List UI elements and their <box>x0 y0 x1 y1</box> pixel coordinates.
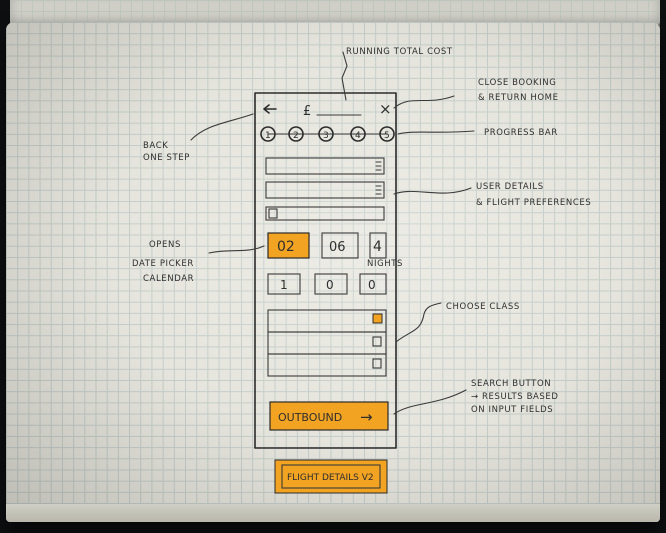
annotation-user-details: USER DETAILS <box>476 182 544 192</box>
annotation-search: ON INPUT FIELDS <box>471 405 553 415</box>
annotation-back: BACK <box>143 141 168 151</box>
step-circle <box>260 126 276 142</box>
annotation-date-picker: DATE PICKER <box>132 259 194 269</box>
leader-line <box>397 130 475 135</box>
wireframe-sketch: £ × 1 2 3 4 5 <box>132 47 591 494</box>
step-label: 2 <box>293 131 299 141</box>
class-option[interactable] <box>267 331 387 355</box>
annotation-back: ONE STEP <box>143 153 190 163</box>
annotation-close-booking: & RETURN HOME <box>478 93 559 103</box>
input-field[interactable] <box>265 181 385 199</box>
total-cost-symbol: £ <box>303 104 311 119</box>
annotation-progress-bar: PROGRESS BAR <box>484 128 558 138</box>
step-circle <box>288 126 304 142</box>
class-option[interactable] <box>267 353 387 377</box>
leader-line <box>393 389 467 415</box>
leader-line <box>208 245 265 254</box>
leader-line <box>393 95 455 109</box>
annotation-running-total: RUNNING TOTAL COST <box>346 47 453 57</box>
annotation-choose-class: CHOOSE CLASS <box>446 302 520 312</box>
passenger-field[interactable] <box>314 273 348 295</box>
date-day-value: 02 <box>277 239 295 255</box>
leader-line <box>190 113 254 141</box>
outbound-button-label: OUTBOUND <box>278 411 342 424</box>
passenger-value: 1 <box>280 278 288 292</box>
annotation-search: → RESULTS BASED <box>471 392 559 402</box>
sketch-title: FLIGHT DETAILS V2 <box>287 473 374 483</box>
step-label: 4 <box>355 131 361 141</box>
leader-line <box>395 302 442 343</box>
passenger-value: 0 <box>326 278 334 292</box>
nights-label: NIGHTS <box>367 259 403 269</box>
class-option[interactable] <box>267 309 387 333</box>
nights-field[interactable] <box>369 232 387 259</box>
step-label: 1 <box>265 131 271 141</box>
toggle-field[interactable] <box>265 206 385 221</box>
step-circle <box>318 126 334 142</box>
leader-line <box>341 51 348 101</box>
annotation-close-booking: CLOSE BOOKING <box>478 78 556 88</box>
step-circle <box>379 126 395 142</box>
leader-line <box>393 187 472 195</box>
notebook-page: £ × 1 2 3 4 5 <box>6 22 660 522</box>
annotation-user-details: & FLIGHT PREFERENCES <box>476 198 591 208</box>
phone-frame <box>254 92 397 449</box>
annotation-date-picker: OPENS <box>149 240 181 250</box>
passenger-field[interactable] <box>267 273 301 295</box>
annotation-date-picker: CALENDAR <box>143 274 194 284</box>
passenger-field[interactable] <box>359 273 387 295</box>
step-circle <box>350 126 366 142</box>
input-field[interactable] <box>265 157 385 175</box>
annotation-search: SEARCH BUTTON <box>471 379 551 389</box>
progress-bar: 1 2 3 4 5 <box>260 126 395 142</box>
outbound-button[interactable] <box>269 401 389 431</box>
date-day-button[interactable] <box>267 232 310 259</box>
outbound-arrow-icon: → <box>360 408 373 426</box>
step-label: 5 <box>384 131 390 141</box>
back-arrow-icon <box>263 104 277 114</box>
passenger-value: 0 <box>368 278 376 292</box>
close-icon[interactable]: × <box>379 100 392 118</box>
step-label: 3 <box>323 131 329 141</box>
date-month-value: 06 <box>329 240 346 255</box>
date-month-button[interactable] <box>321 232 359 259</box>
nights-value: 4 <box>373 239 382 255</box>
